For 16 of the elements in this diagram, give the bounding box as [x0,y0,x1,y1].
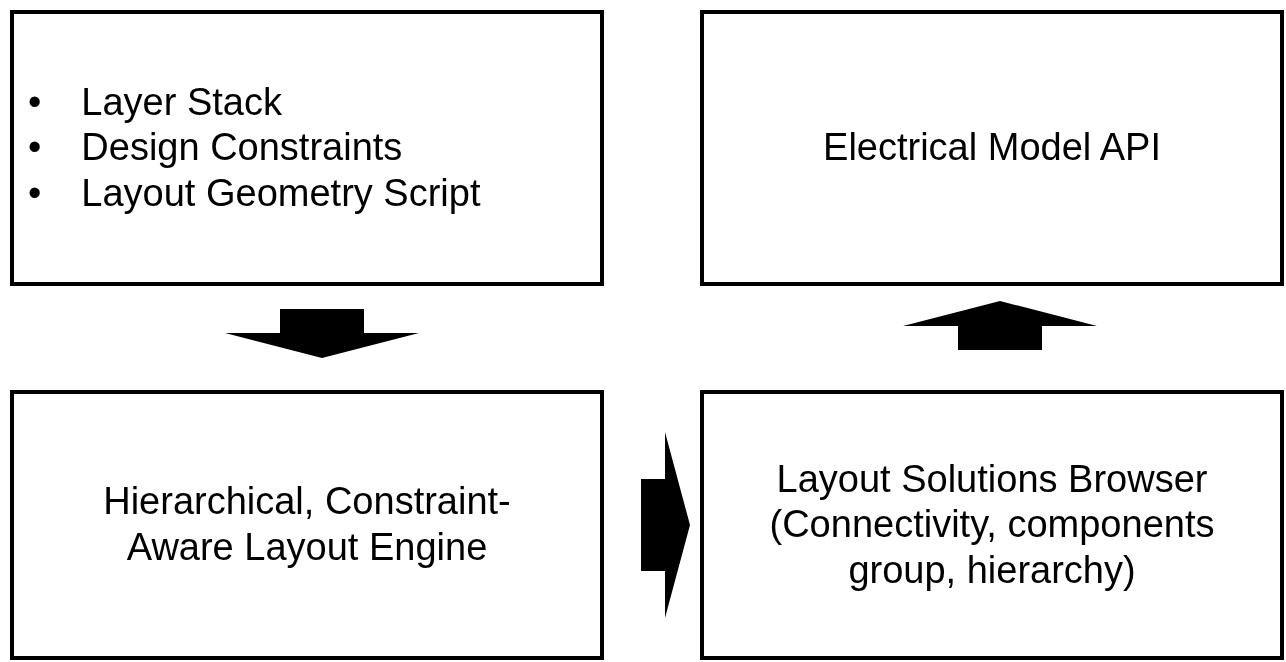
process-box [700,10,1284,286]
process-box [10,10,604,286]
bullet: • [28,79,42,125]
block-arrow [903,301,1097,350]
list-item: Layer Stack [81,79,283,125]
box-label: Electrical Model API [822,125,1162,171]
process-box [700,390,1284,660]
block-arrow [641,432,690,618]
block-arrow [225,309,419,358]
bullet: • [28,170,42,216]
list-item: Layout Geometry Script [81,170,481,216]
list-item: Design Constraints [81,125,404,171]
process-box [10,390,604,660]
box-label: Hierarchical, Constraint-Aware Layout Engine [102,479,512,570]
box-label: Layout Solutions Browser (Connectivity, components group, hierarchy) [768,456,1216,593]
bullet: • [28,125,42,171]
